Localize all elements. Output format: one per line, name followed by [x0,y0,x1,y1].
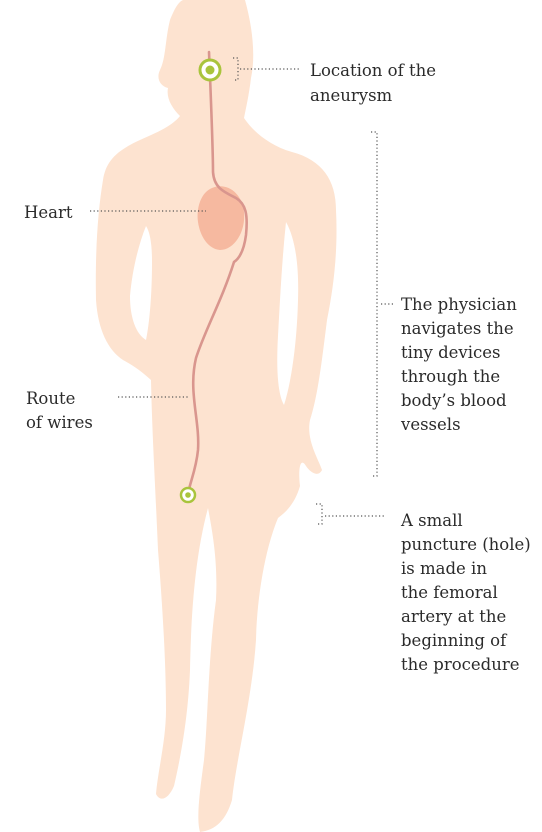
label-puncture-line: beginning of [401,631,508,650]
label-puncture-line: the procedure [401,655,520,674]
label-physician-line: The physician [401,295,517,314]
label-physician-line: navigates the [401,319,514,338]
label-aneurysm-line: Location of the [310,61,436,80]
label-puncture-line: A small [400,511,463,530]
body-silhouette [96,0,337,832]
label-puncture: A small puncture (hole) is made in the f… [400,511,536,674]
label-physician-line: body’s blood [401,391,507,410]
label-puncture-line: artery at the [401,607,506,626]
label-physician-line: tiny devices [401,343,501,362]
puncture-bracket [316,504,322,524]
label-puncture-line: the femoral [401,583,498,602]
label-physician-line: through the [401,367,500,386]
label-route-of-wires: Route of wires [26,389,93,432]
label-heart: Heart [24,203,73,222]
label-wires-line: Route [26,389,75,408]
body-outline [96,0,337,832]
label-puncture-line: puncture (hole) [401,535,531,554]
label-physician-line: vessels [400,415,461,434]
label-puncture-line: is made in [401,559,487,578]
label-aneurysm: Location of the aneurysm [310,61,441,105]
label-wires-line: of wires [26,413,93,432]
label-physician: The physician navigates the tiny devices… [400,295,522,434]
physician-bracket [371,132,377,476]
label-heart-line: Heart [24,203,73,222]
label-aneurysm-line: aneurysm [310,86,393,105]
puncture-marker-icon [181,488,195,502]
aneurysm-marker-icon [200,60,220,80]
